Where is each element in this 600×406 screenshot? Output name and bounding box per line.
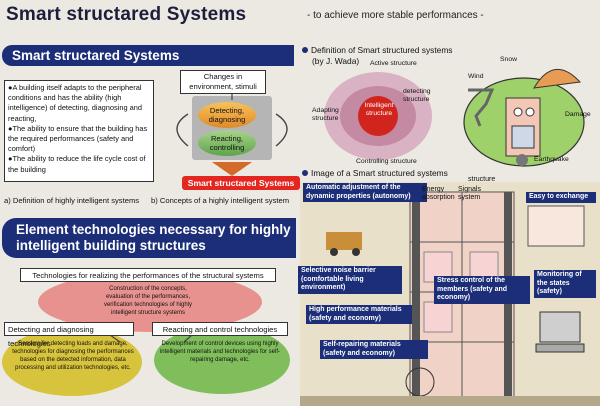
keyboard-icon <box>535 343 585 353</box>
earthquake-icon <box>516 154 528 166</box>
auto-adjust-label: Automatic adjustment of the dynamic prop… <box>303 183 427 202</box>
active-structure-label: Active structure <box>370 60 417 67</box>
hazard-damage-label: Damage <box>565 111 591 118</box>
ground <box>300 396 600 406</box>
reacting-node: Reacting, controlling <box>198 130 256 156</box>
definition-title: Definition of Smart structured systems <box>302 45 453 55</box>
intelligent-structure-label: Intelligent structure <box>364 102 394 117</box>
bullet-icon <box>302 47 308 53</box>
column <box>412 192 420 406</box>
definition-point: ●A building itself adapts to the periphe… <box>8 83 142 123</box>
eye-icon <box>513 107 523 117</box>
definition-box: ●A building itself adapts to the periphe… <box>4 80 154 182</box>
window-icon <box>423 301 453 333</box>
signals-system-label: Signals system <box>458 186 481 201</box>
caption-concepts: b) Concepts of a highly intelligent syst… <box>151 196 290 205</box>
wheel-icon <box>352 248 360 256</box>
easy-exchange-label: Easy to exchange <box>526 192 596 203</box>
bullet-icon <box>302 170 308 176</box>
wheel-icon <box>330 248 338 256</box>
controlling-structure-label: Controlling structure <box>356 158 417 165</box>
detecting-node: Detecting, diagnosing <box>198 102 256 128</box>
high-performance-materials-label: High performance materials (safety and e… <box>306 305 412 324</box>
hazard-earthquake-label: Earthquake <box>534 156 569 163</box>
react-tech-heading: Reacting and control technologies <box>152 322 288 336</box>
environment-changes-box: Changes in environment, stimuli <box>180 70 266 94</box>
tech-realizing-desc: Construction of the concepts, evaluation… <box>103 286 193 316</box>
intelligent-circle <box>358 96 398 136</box>
umbrella-icon <box>533 68 582 89</box>
detecting-structure-label: detecting structure <box>403 88 431 103</box>
react-tech-desc: Development of control devices using hig… <box>159 341 281 363</box>
cycle-arrow-right <box>275 113 288 147</box>
monitoring-label: Monitoring of the states (safety) <box>534 270 596 298</box>
tech-blobs <box>2 272 290 396</box>
computer-icon <box>539 311 581 343</box>
energy-absorption-label: Energy absorption <box>422 186 455 201</box>
self-repairing-materials-label: Self-repairing materials (safety and eco… <box>320 340 428 359</box>
adapting-structure-label: Adapting structure <box>312 107 339 122</box>
image-title: Image of a Smart structured systems <box>302 168 448 178</box>
stress-control-label: Stress control of the members (safety an… <box>434 276 530 304</box>
tornado-icon <box>468 88 495 127</box>
exchange-panel <box>527 205 585 247</box>
page-title: Smart structared Systems <box>6 4 247 25</box>
page-subtitle: - to achieve more stable performances - <box>307 10 484 21</box>
structure-label: structure <box>468 176 496 183</box>
element-tech-band: Element technologies necessary for highl… <box>2 218 296 258</box>
caption-definition: a) Definition of highly intelligent syst… <box>4 196 140 205</box>
circles-diagram <box>324 68 585 167</box>
truck-icon <box>326 232 362 250</box>
smart-systems-band: Smart structared Systems <box>2 45 294 66</box>
hazard-snow-label: Snow <box>500 56 518 63</box>
definition-point: ●The ability to ensure that the building… <box>8 123 148 154</box>
tech-blob-top <box>38 272 262 332</box>
detect-tech-desc: Sensors for detecting loads and damage, … <box>12 341 134 371</box>
hazard-wind-label: Wind <box>468 73 484 80</box>
window-icon <box>511 125 535 149</box>
definition-author: (by J. Wada) <box>312 56 360 66</box>
definition-point: ●The ability to reduce the life cycle co… <box>8 154 146 174</box>
noise-barrier-label: Selective noise barrier (comfortable liv… <box>298 266 402 294</box>
down-arrow <box>212 162 252 176</box>
tech-realizing-heading: Technologies for realizing the performan… <box>20 268 276 282</box>
tech-blob-left <box>2 328 142 396</box>
tech-blob-right <box>154 326 290 394</box>
eye-icon <box>525 107 535 117</box>
detect-tech-heading: Detecting and diagnosing technologies <box>4 322 134 348</box>
smart-systems-result: Smart structared Systems <box>182 176 300 190</box>
cycle-arrow-left <box>176 113 189 147</box>
